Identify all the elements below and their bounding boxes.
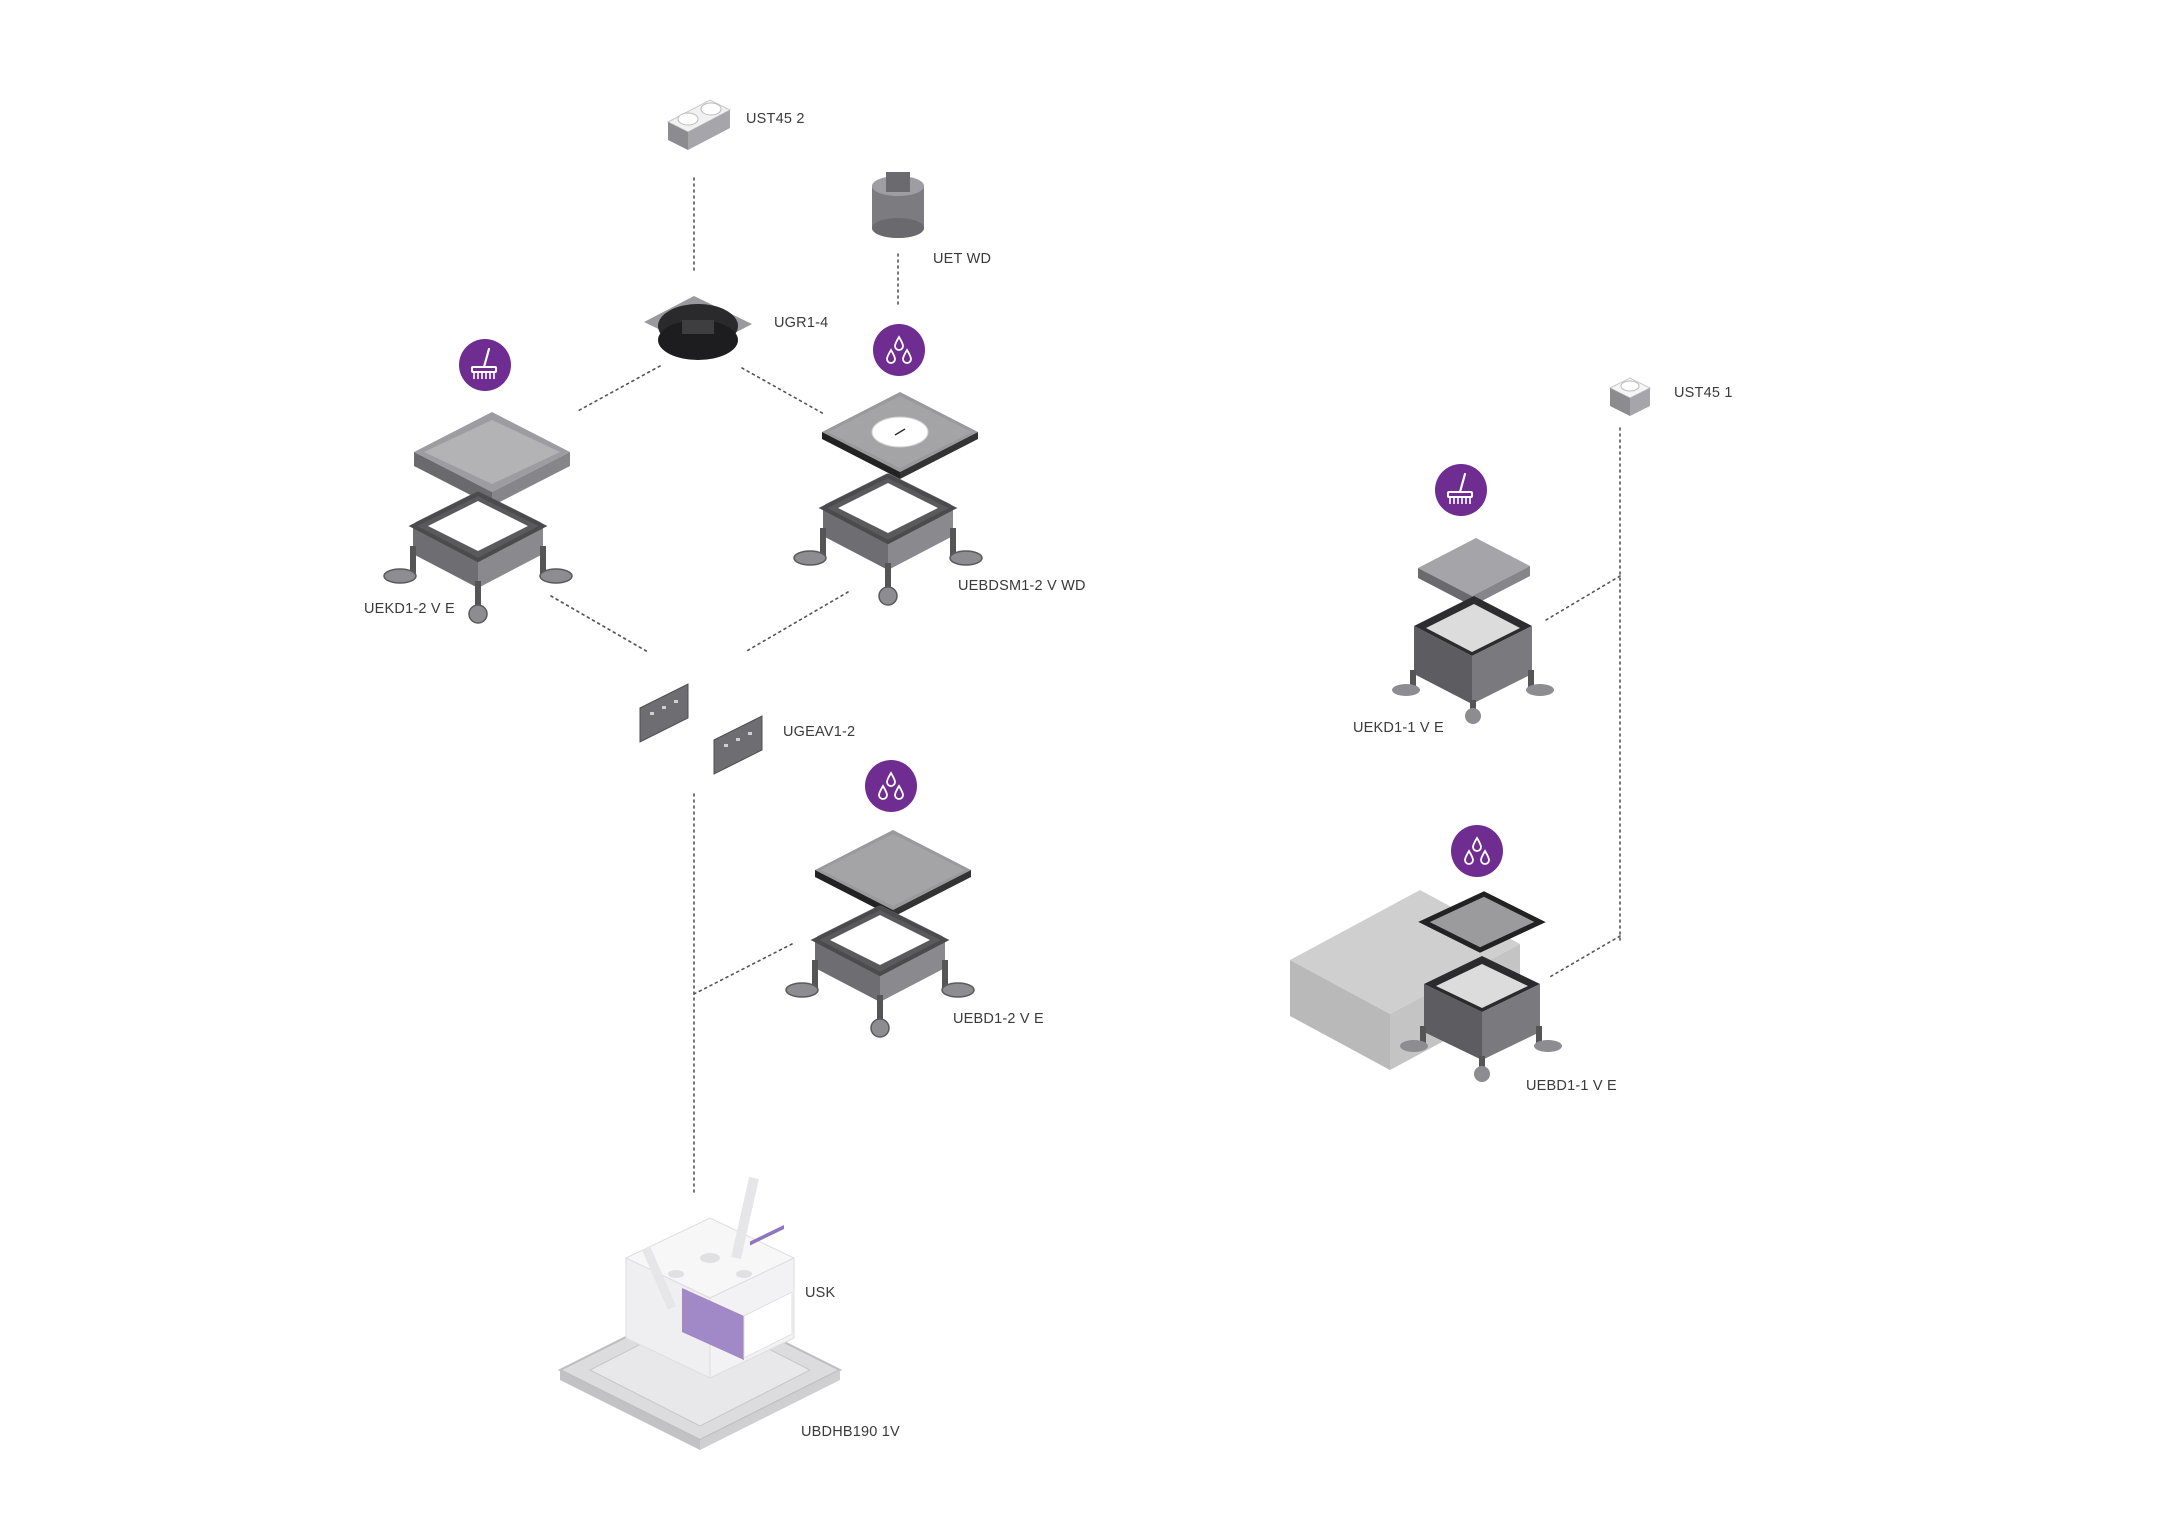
product-uebd1-1[interactable]: [1290, 890, 1562, 1082]
label-ust45-2: UST45 2: [746, 111, 805, 127]
connector-ugr14-uekd12: [575, 365, 661, 413]
label-usk: USK: [805, 1285, 836, 1301]
label-uebd1-1: UEBD1-1 V E: [1526, 1078, 1617, 1094]
connector-uebdsm12-ugeav12: [744, 591, 849, 653]
product-ust45-2[interactable]: [666, 99, 732, 150]
connector-lines: [550, 177, 1621, 1197]
label-ubdhb190: UBDHB190 1V: [801, 1424, 900, 1440]
label-ugeav1-2: UGEAV1-2: [783, 724, 855, 740]
connector-trunk-uekd11: [1545, 575, 1621, 621]
connector-uekd12-ugeav12: [550, 595, 649, 653]
connector-ugr14-uebdsm12: [741, 367, 825, 415]
label-uekd1-1: UEKD1-1 V E: [1353, 720, 1444, 736]
label-uet-wd: UET WD: [933, 251, 991, 267]
label-uebd1-2: UEBD1-2 V E: [953, 1011, 1044, 1027]
label-ust45-1: UST45 1: [1674, 385, 1733, 401]
product-ugeav1-2[interactable]: [639, 683, 763, 775]
product-ust45-1[interactable]: [1608, 377, 1652, 416]
cleaning-badge-icon-1: [457, 337, 513, 393]
cleaning-badge-icon-2: [1433, 462, 1489, 518]
product-uebd1-2[interactable]: [786, 830, 974, 1037]
product-usk[interactable]: [624, 1176, 796, 1379]
product-uet-wd[interactable]: [872, 172, 924, 238]
water-badge-icon-1: [873, 324, 925, 376]
label-uekd1-2: UEKD1-2 V E: [364, 601, 455, 617]
product-uekd1-2[interactable]: [384, 412, 572, 623]
product-uekd1-1[interactable]: [1392, 538, 1554, 724]
connector-trunk-uebd11: [1547, 935, 1621, 979]
connector-trunk-uebd12: [693, 943, 793, 995]
product-uebdsm1-2[interactable]: [794, 392, 982, 605]
label-ugr1-4: UGR1-4: [774, 315, 828, 331]
water-badge-icon-3: [1451, 825, 1503, 877]
product-ugr1-4[interactable]: [644, 296, 752, 360]
label-uebdsm1-2: UEBDSM1-2 V WD: [958, 578, 1086, 594]
water-badge-icon-2: [865, 760, 917, 812]
